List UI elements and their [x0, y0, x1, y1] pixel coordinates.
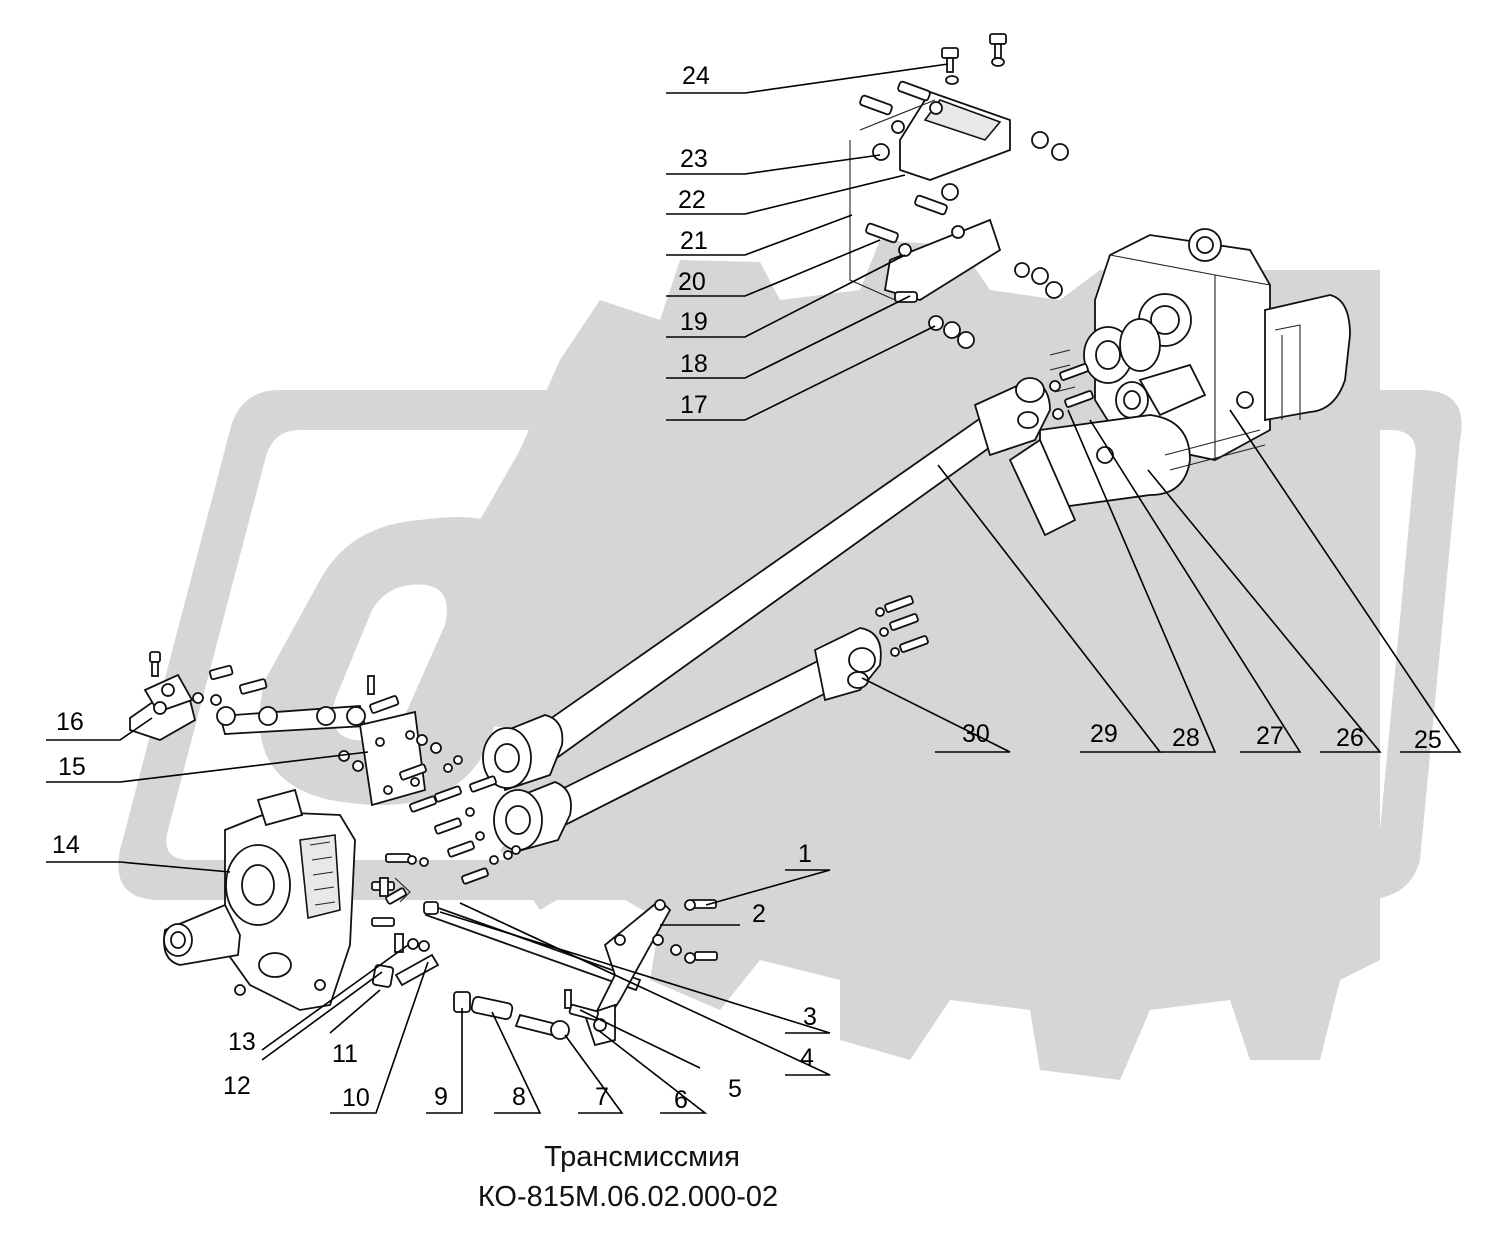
callout-18: 18: [680, 350, 708, 378]
driveshaft-29: [482, 349, 1094, 792]
right-gearbox: [1008, 228, 1351, 537]
callout-20: 20: [678, 268, 706, 296]
callout-21: 21: [680, 227, 708, 255]
lower-linkage: [371, 877, 718, 1047]
callout-labels: 1 2 3 4 5 6 7 8 9 10 11 12 13 14 15 16 1…: [52, 62, 1442, 1114]
upper-bracket: [849, 33, 1069, 349]
watermark-frame: [118, 390, 1462, 900]
callout-16: 16: [56, 708, 84, 736]
bolt-24: [941, 47, 959, 59]
watermark-letter-x: [960, 520, 1260, 800]
callout-7: 7: [595, 1083, 609, 1111]
watermark-letter-o: [259, 517, 543, 805]
parts: [129, 33, 1351, 1047]
leader-lines: [46, 63, 1462, 1114]
pump-cylinder: [1039, 414, 1191, 512]
coupling-8: [470, 996, 514, 1020]
callout-19: 19: [680, 308, 708, 336]
driveshaft-30: [493, 595, 929, 854]
left-gearbox: [163, 788, 356, 1011]
callout-22: 22: [678, 186, 706, 214]
callout-11: 11: [332, 1040, 358, 1068]
mount-plate: [1008, 438, 1077, 537]
callout-29: 29: [1090, 720, 1118, 748]
callout-13: 13: [228, 1028, 256, 1056]
callout-30: 30: [962, 720, 990, 748]
callout-26: 26: [1336, 724, 1364, 752]
nut-11: [371, 964, 395, 988]
callout-14: 14: [52, 831, 80, 859]
rod-end-10: [394, 953, 440, 987]
callout-24: 24: [682, 62, 710, 90]
callout-25: 25: [1414, 726, 1442, 754]
callout-9: 9: [434, 1083, 448, 1111]
callout-28: 28: [1172, 724, 1200, 752]
callout-2: 2: [752, 900, 766, 928]
callout-4: 4: [800, 1044, 814, 1072]
caption-title: Трансмиссмия: [544, 1141, 740, 1173]
caption-code: КО-815М.06.02.000-02: [478, 1181, 778, 1213]
callout-17: 17: [680, 391, 708, 419]
callout-8: 8: [512, 1083, 526, 1111]
motor-right: [1264, 294, 1351, 422]
callout-6: 6: [674, 1086, 688, 1114]
callout-23: 23: [680, 145, 708, 173]
callout-10: 10: [342, 1084, 370, 1112]
bracket-lower-plate: [883, 218, 1002, 301]
callout-1: 1: [798, 840, 812, 868]
callout-15: 15: [58, 753, 86, 781]
left-bracket: [129, 651, 442, 807]
callout-27: 27: [1256, 722, 1284, 750]
callout-12: 12: [223, 1072, 251, 1100]
callout-3: 3: [803, 1003, 817, 1031]
bracket-upper-plate: [899, 90, 1011, 181]
callout-5: 5: [728, 1075, 742, 1103]
